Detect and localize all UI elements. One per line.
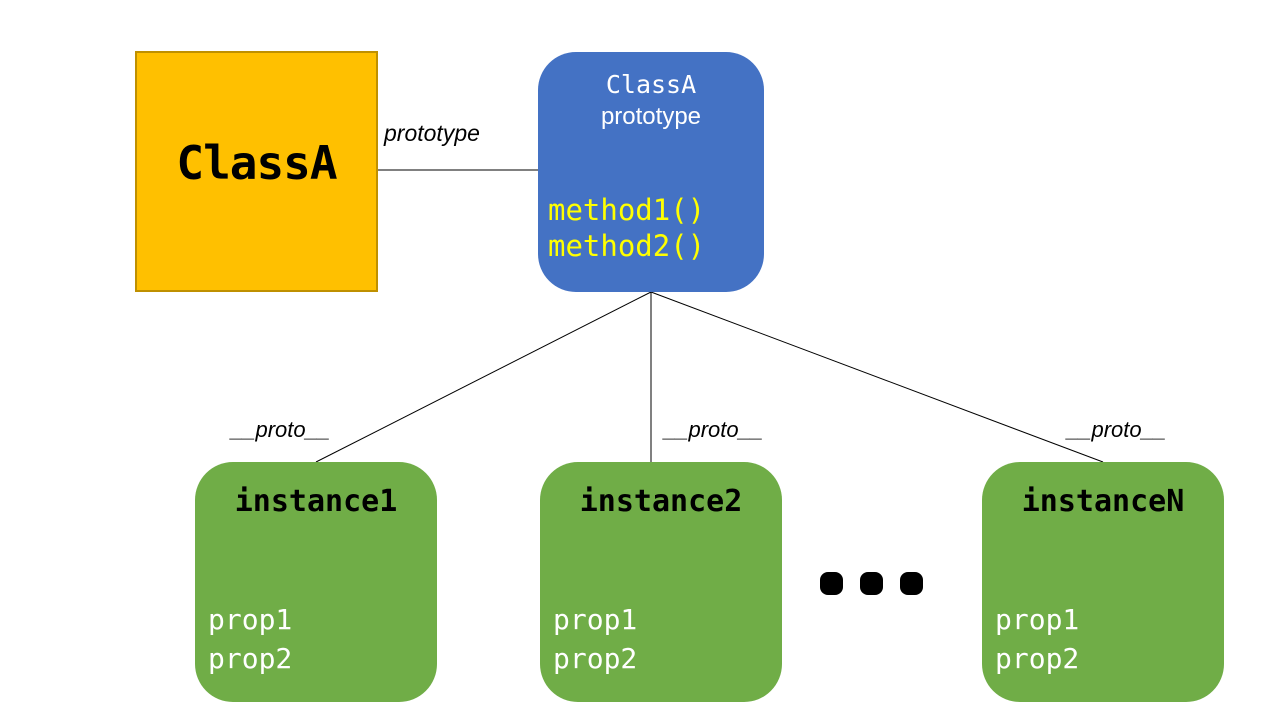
prototype-edge-label: prototype	[384, 120, 480, 146]
prop-item: prop1	[553, 603, 638, 636]
prototype-box-methods: method1() method2()	[538, 192, 764, 264]
instance-box-2: instance2 prop1 prop2	[540, 462, 782, 702]
instance-props: prop1 prop2	[553, 600, 637, 678]
classa-box: ClassA	[135, 51, 378, 292]
ellipsis-dot	[820, 572, 843, 595]
prop-item: prop1	[208, 603, 293, 636]
instance-props: prop1 prop2	[995, 600, 1079, 678]
method-item: method2()	[548, 229, 706, 263]
instance-props: prop1 prop2	[208, 600, 292, 678]
proto-edge-line-1	[315, 291, 652, 463]
prop-item: prop2	[995, 642, 1080, 675]
ellipsis-icon	[820, 572, 923, 595]
prototype-box-subtitle: prototype	[600, 103, 702, 130]
ellipsis-dot	[900, 572, 923, 595]
instance-box-n: instanceN prop1 prop2	[982, 462, 1224, 702]
instance-name: instance1	[234, 484, 398, 519]
classa-box-label: ClassA	[176, 135, 337, 190]
instance-name: instance2	[579, 484, 743, 519]
proto-edge-label-2: __proto__	[664, 417, 764, 442]
proto-edge-label-1: __proto__	[231, 417, 331, 442]
instance-box-1: instance1 prop1 prop2	[195, 462, 437, 702]
prop-item: prop2	[208, 642, 293, 675]
prop-item: prop1	[995, 603, 1080, 636]
method-item: method1()	[548, 193, 706, 227]
ellipsis-dot	[860, 572, 883, 595]
prototype-box: ClassA prototype method1() method2()	[538, 52, 764, 292]
prototype-box-title: ClassA	[605, 70, 697, 99]
prop-item: prop2	[553, 642, 638, 675]
proto-edge-label-3: __proto__	[1067, 417, 1167, 442]
instance-name: instanceN	[1021, 484, 1185, 519]
